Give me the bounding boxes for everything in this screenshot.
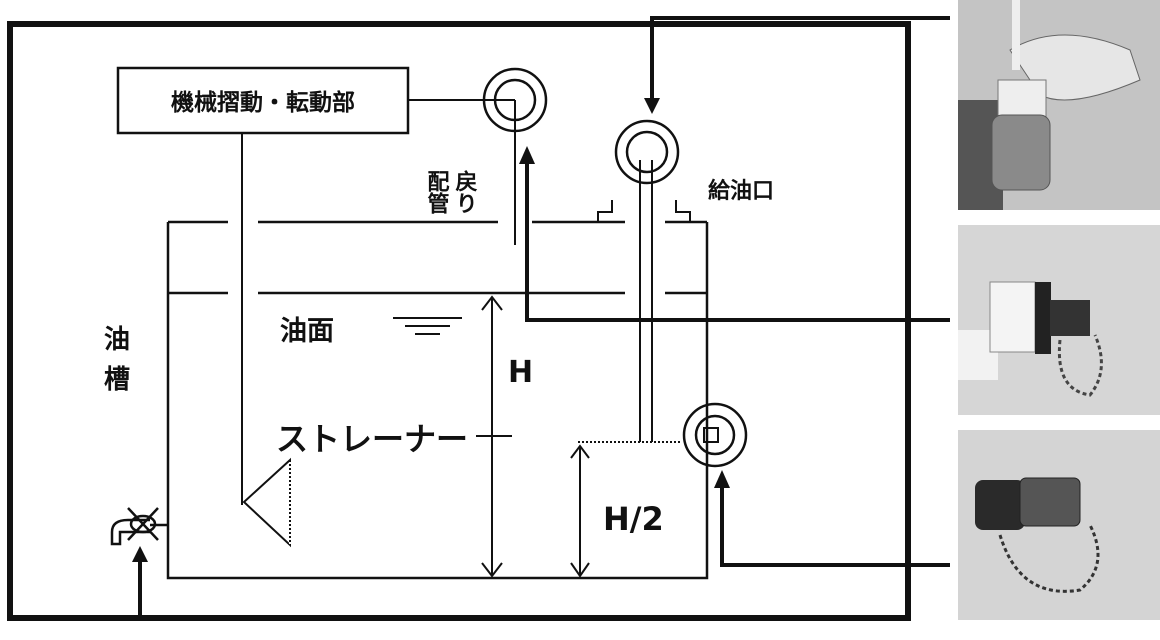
- suction-coupler-photo: [958, 430, 1160, 620]
- leader-lines: [138, 16, 950, 618]
- tank-label-2: 槽: [104, 365, 130, 395]
- return-coupler-photo: [958, 225, 1160, 415]
- mechanism-label: 機械摺動・転動部: [171, 89, 355, 116]
- strainer-label: ストレーナー: [276, 420, 468, 458]
- oil-level-label: 油面: [280, 316, 334, 347]
- half-height-label: H/2: [603, 500, 664, 538]
- return-pipe-label-2: 配管: [424, 170, 450, 215]
- strainer-icon: [242, 457, 291, 548]
- height-label: H: [508, 355, 533, 390]
- drain-valve-icon: [110, 507, 168, 546]
- tank-label-1: 油: [104, 325, 130, 355]
- return-coupler-icon: [482, 67, 548, 133]
- return-pipe-label-1: 戻り: [452, 169, 478, 214]
- fill-coupler-icon: [614, 119, 680, 185]
- suction-coupler-icon: [682, 402, 748, 468]
- tank-walls: [166, 222, 709, 580]
- fill-port-label: 給油口: [708, 178, 774, 204]
- fill-port-photo: [958, 0, 1160, 210]
